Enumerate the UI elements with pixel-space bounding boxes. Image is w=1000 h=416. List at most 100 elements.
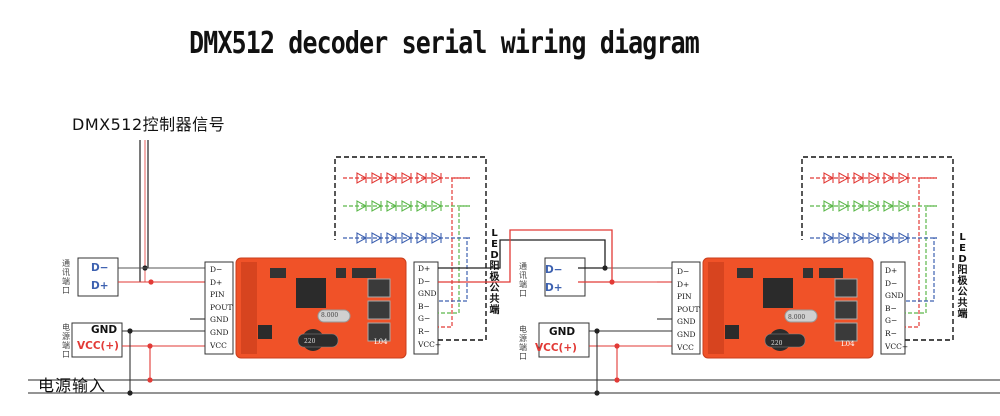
stage-1-crystal — [317, 309, 351, 323]
stage-1-green-led-6 — [431, 200, 443, 212]
stage-2-inductor-band — [764, 333, 806, 348]
signal-dminus-label-2: D− — [545, 264, 563, 276]
stage-1-mosfet-2 — [367, 300, 391, 320]
stage-1-green-return — [438, 205, 470, 314]
signal-dplus-label-1: D+ — [91, 280, 109, 292]
stage-1-input-pin-2: D+ — [210, 277, 223, 287]
signal-dminus-label-1: D− — [91, 262, 109, 274]
stage-1-red-led-2 — [371, 172, 383, 184]
stage-1-junction-vcc-bus — [147, 377, 153, 383]
power-port-label-2: 电源端口 — [519, 325, 527, 361]
stage-2-blue-led-2 — [838, 232, 850, 244]
stage-2-output-pin-1: D+ — [885, 266, 898, 275]
stage-1-input-pin-4: POUT — [210, 302, 233, 312]
stage-1-inductor-mark: 220 — [304, 338, 316, 345]
stage-1-input-pin-1: D− — [210, 265, 223, 274]
stage-2-regulator-chip — [737, 268, 753, 278]
stage-2-green-return — [905, 205, 937, 314]
stage-2-common-anode-frame — [801, 156, 954, 341]
stage-2-blue-return — [905, 237, 937, 302]
stage-1-blue-led-2 — [371, 232, 383, 244]
stage-1-blue-led-3 — [386, 232, 398, 244]
stage-2-red-led-4 — [868, 172, 880, 184]
stage-1-output-pin-block — [413, 261, 439, 355]
stage-1-green-led-2 — [371, 200, 383, 212]
stage-2-red-led-2 — [838, 172, 850, 184]
stage-2-red-led-5 — [883, 172, 895, 184]
stage-2-red-led-6 — [898, 172, 910, 184]
stage-1-output-pin-3: GND — [418, 289, 437, 299]
stage-1-power-terminal — [71, 322, 123, 358]
power-vcc-label-2: VCC(+) — [535, 342, 577, 354]
controller-signal-label: DMX512控制器信号 — [72, 115, 226, 134]
stage-1-red-led-3 — [386, 172, 398, 184]
stage-2-junction-vcc — [614, 343, 620, 349]
stage-1-red-return — [438, 177, 470, 328]
stage-2-blue-led-6 — [898, 232, 910, 244]
stage-2-green-led-6 — [898, 200, 910, 212]
signal-dplus-label-2: D+ — [545, 282, 563, 294]
stage-1-mosfet-1 — [367, 278, 391, 298]
stage-2-crystal-mark: 8.000 — [788, 314, 806, 321]
stage-1-red-led-1 — [356, 172, 368, 184]
stage-2-input-pin-7: VCC — [677, 342, 694, 352]
stage-2-red-led-1 — [823, 172, 835, 184]
stage-1-inductor-band — [297, 333, 339, 348]
stage-1-blue-led-1 — [356, 232, 368, 244]
stage-1-red-led-4 — [401, 172, 413, 184]
stage-1-blue-led-5 — [416, 232, 428, 244]
stage-1-board-model: L04 — [374, 338, 388, 346]
stage-2-junction-vcc-bus — [614, 377, 620, 383]
stage-2-input-pin-1: D− — [677, 267, 690, 276]
stage-2-green-led-3 — [853, 200, 865, 212]
chain-wire-dplus — [438, 229, 613, 283]
stage-2-input-pin-2: D+ — [677, 279, 690, 289]
stage-1-green-led-4 — [401, 200, 413, 212]
led-common-anode-label-2: LED阳极公共端 — [957, 232, 968, 320]
stage-2-output-pin-6: R− — [885, 329, 897, 338]
stage-1-crystal-mark: 8.000 — [321, 312, 339, 319]
led-common-anode-label-1: LED阳极公共端 — [489, 228, 500, 316]
stage-1-blue-led-4 — [401, 232, 413, 244]
stage-1-small-ic-2 — [352, 268, 376, 278]
stage-1-small-ic-1 — [336, 268, 346, 278]
stage-1-output-pin-5: G− — [418, 314, 431, 324]
stage-2-junction-gnd — [594, 328, 600, 334]
stage-2-small-ic-2 — [819, 268, 843, 278]
stage-1-output-pin-6: R− — [418, 327, 430, 336]
junction-dminus-2 — [602, 265, 608, 271]
stage-1-regulator-chip — [270, 268, 286, 278]
stage-2-output-pin-2: D− — [885, 278, 898, 288]
stage-2-green-led-1 — [823, 200, 835, 212]
stage-2-green-led-2 — [838, 200, 850, 212]
stage-2-blue-led-1 — [823, 232, 835, 244]
stage-2-input-pin-block — [671, 261, 701, 355]
stage-2-sensor-chip — [725, 325, 739, 339]
power-port-label-1: 电源端口 — [62, 323, 70, 359]
stage-1-green-led-3 — [386, 200, 398, 212]
stage-1-green-led-1 — [356, 200, 368, 212]
power-vcc-label-1: VCC(+) — [77, 340, 119, 352]
stage-1-sensor-chip — [258, 325, 272, 339]
stage-1-input-pin-5: GND — [210, 315, 229, 325]
stage-2-mosfet-2 — [834, 300, 858, 320]
stage-2-input-pin-3: PIN — [677, 292, 692, 302]
stage-2-small-ic-1 — [803, 268, 813, 278]
stage-2-inductor-mark: 220 — [771, 340, 783, 347]
stage-2-red-led-3 — [853, 172, 865, 184]
stage-2-output-pin-3: GND — [885, 291, 904, 301]
power-input-label: 电源输入 — [38, 376, 107, 395]
junction-dplus-2 — [609, 279, 615, 285]
stage-1-signal-terminal — [77, 257, 119, 297]
stage-1-common-anode-frame — [334, 156, 487, 341]
stage-2-mcu-chip — [763, 278, 793, 308]
stage-1-mosfet-3 — [367, 322, 391, 342]
stage-2-junction-gnd-bus — [594, 390, 600, 396]
stage-2-blue-led-5 — [883, 232, 895, 244]
stage-1-junction-gnd-bus — [127, 390, 133, 396]
power-gnd-label-2: GND — [549, 326, 576, 338]
stage-1-output-pin-7: VCC+ — [418, 339, 442, 349]
stage-1-red-led-5 — [416, 172, 428, 184]
